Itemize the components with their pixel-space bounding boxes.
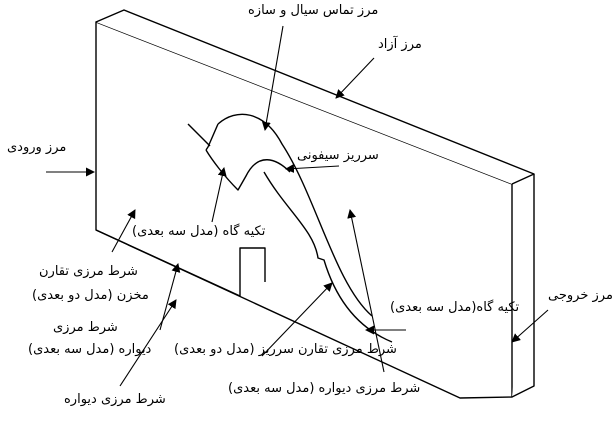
domain-block	[95, 9, 535, 399]
support-left-leader	[211, 167, 227, 223]
leader-lines	[46, 25, 549, 387]
fsi-leader	[261, 25, 284, 131]
wall-leader	[119, 299, 177, 387]
reservoir-leader	[111, 209, 136, 253]
spillway-crest-outer	[205, 113, 373, 317]
reservoir-symmetry-label-line1: شرط مرزی تقارن	[39, 264, 138, 279]
reservoir-symmetry-label-line2: مخزن (مدل دو بعدی)	[32, 288, 149, 303]
outlet-boundary-label: مرز خروجی	[548, 288, 612, 303]
outlet-leader	[511, 309, 549, 343]
spillway-structure	[187, 113, 393, 343]
spillway-crest-inner	[205, 149, 291, 191]
wall-3d-bottom-leader	[347, 209, 385, 373]
support-3d-right-label: تکیه گاه(مدل سه بعدی)	[390, 300, 520, 315]
free-leader	[335, 57, 375, 99]
wall-boundary-label: شرط مرزی دیواره	[64, 392, 166, 407]
siphon-spillway-label: سرریز سیفونی	[297, 148, 379, 163]
wall-3d-label-line2: دیواره (مدل سه بعدی)	[28, 342, 152, 357]
fsi-boundary-label: مرز تماس سیال و سازه	[248, 3, 379, 18]
right-face	[511, 174, 535, 398]
top-face	[95, 9, 535, 185]
spillway-barrel	[263, 171, 393, 343]
spillway-block	[239, 247, 266, 296]
spillway-symmetry-label: شرط مرزی تقارن سرریز (مدل دو بعدی)	[174, 342, 397, 357]
front-face	[95, 21, 513, 399]
wall-3d-bottom-label: شرط مرزی دیواره (مدل سه بعدی)	[228, 381, 421, 396]
spillway-sym-leader	[261, 282, 333, 357]
wall-3d-label-line1: شرط مرزی	[53, 320, 118, 335]
inlet-boundary-label: مرز ورودی	[7, 140, 67, 155]
free-boundary-label: مرز آزاد	[378, 37, 422, 52]
support-3d-left-label: تکیه گاه (مدل سه بعدی)	[132, 224, 266, 239]
siphon-leader	[285, 164, 340, 174]
